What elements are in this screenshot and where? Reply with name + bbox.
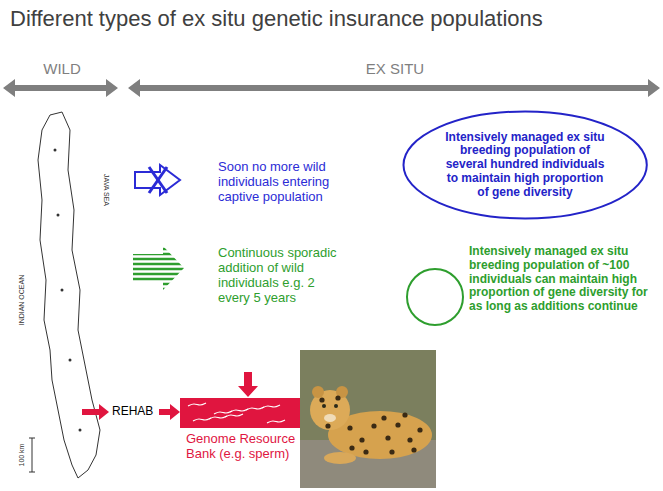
node-text: Intensively managed ex situ breeding pop… bbox=[442, 131, 607, 200]
leopard-spot bbox=[389, 449, 394, 454]
band-fill bbox=[180, 398, 300, 428]
note-text: Continuous sporadic addition of wild ind… bbox=[218, 246, 343, 306]
city-dot bbox=[61, 289, 64, 292]
striped-arrow bbox=[130, 244, 186, 289]
scale-label: 100 km bbox=[18, 444, 26, 467]
leopard-spot bbox=[417, 427, 422, 432]
leopard-spot bbox=[319, 397, 324, 402]
population-circle: Intensively managed ex situ breeding pop… bbox=[405, 245, 651, 335]
wild-arrow bbox=[3, 79, 118, 97]
rehab-arrow bbox=[159, 404, 180, 420]
rehab-arrow bbox=[82, 404, 109, 420]
sperm-streak bbox=[209, 416, 227, 419]
arrow-stripe bbox=[130, 253, 186, 256]
blocked-arrow bbox=[135, 165, 180, 195]
leopard-paw bbox=[324, 452, 356, 464]
sperm-streak bbox=[225, 414, 243, 417]
scale-bar bbox=[32, 438, 33, 472]
ellipse-outline bbox=[403, 112, 646, 219]
arrow-stripe bbox=[130, 288, 186, 291]
leopard-spot bbox=[395, 422, 400, 427]
leopard-spot bbox=[385, 435, 390, 440]
map-label: JAVA SEA bbox=[102, 174, 110, 206]
leopard-muzzle bbox=[324, 414, 336, 422]
map-label: INDIAN OCEAN bbox=[18, 275, 26, 326]
sperm-streak bbox=[188, 403, 206, 406]
cross-mark bbox=[149, 167, 167, 193]
city-dot bbox=[57, 214, 60, 217]
sperm-streak bbox=[193, 418, 211, 421]
node-text: Genome Resource Bank (e.g. sperm) bbox=[186, 432, 300, 462]
region-label: EX SITU bbox=[366, 60, 424, 77]
cross-mark bbox=[149, 167, 167, 193]
arrow-stripe bbox=[130, 248, 186, 251]
step-label: REHAB bbox=[112, 405, 153, 419]
leopard-spot bbox=[371, 423, 376, 428]
leopard-spot bbox=[347, 425, 352, 430]
sperm-streak bbox=[246, 407, 264, 410]
sperm-streak bbox=[214, 411, 232, 414]
leopard-eye bbox=[322, 404, 326, 408]
leopard-spot bbox=[335, 395, 340, 400]
leopard-spot bbox=[407, 437, 412, 442]
arrow-stripe bbox=[130, 278, 186, 281]
arrow-stripe bbox=[130, 273, 186, 276]
scale-bar bbox=[29, 438, 35, 439]
leopard-spot bbox=[402, 412, 407, 417]
city-dot bbox=[54, 149, 57, 152]
note-text: Soon no more wild individuals entering c… bbox=[218, 160, 368, 205]
node-text: Intensively managed ex situ breeding pop… bbox=[469, 245, 651, 314]
arrow-stripe bbox=[130, 243, 186, 246]
leopard-spot bbox=[363, 449, 368, 454]
leopard-ear bbox=[312, 386, 324, 398]
arrow-stripe bbox=[130, 268, 186, 271]
region-label: WILD bbox=[43, 60, 81, 77]
node-shape bbox=[405, 245, 469, 335]
node-shape bbox=[180, 398, 300, 428]
genome-bank-band: Genome Resource Bank (e.g. sperm) bbox=[180, 398, 300, 462]
slide-title: Different types of ex situ genetic insur… bbox=[10, 6, 543, 31]
arrow-stripe bbox=[130, 283, 186, 286]
leopard-spot bbox=[411, 447, 416, 452]
photo-ground bbox=[300, 350, 436, 488]
ex-situ-arrow bbox=[128, 79, 660, 97]
leopard-spot bbox=[359, 437, 364, 442]
sperm-streak bbox=[267, 420, 285, 423]
leopard-spots bbox=[319, 395, 422, 454]
leopard-spot bbox=[325, 423, 330, 428]
arrow-stripe bbox=[130, 258, 186, 261]
leopard-photo bbox=[300, 350, 436, 488]
arrow-stripe bbox=[130, 263, 186, 266]
addition-arrow bbox=[238, 372, 258, 397]
leopard-eye bbox=[334, 404, 338, 408]
city-dot bbox=[79, 429, 82, 432]
leopard-spot bbox=[349, 445, 354, 450]
scale-bar bbox=[29, 472, 35, 473]
leopard-spot bbox=[381, 415, 386, 420]
island-map bbox=[38, 112, 100, 478]
city-dot bbox=[69, 359, 72, 362]
sperm-streak bbox=[230, 409, 248, 412]
sperm-streak bbox=[262, 405, 280, 408]
circle-outline bbox=[407, 269, 463, 325]
population-ellipse: Intensively managed ex situ breeding pop… bbox=[402, 110, 648, 220]
